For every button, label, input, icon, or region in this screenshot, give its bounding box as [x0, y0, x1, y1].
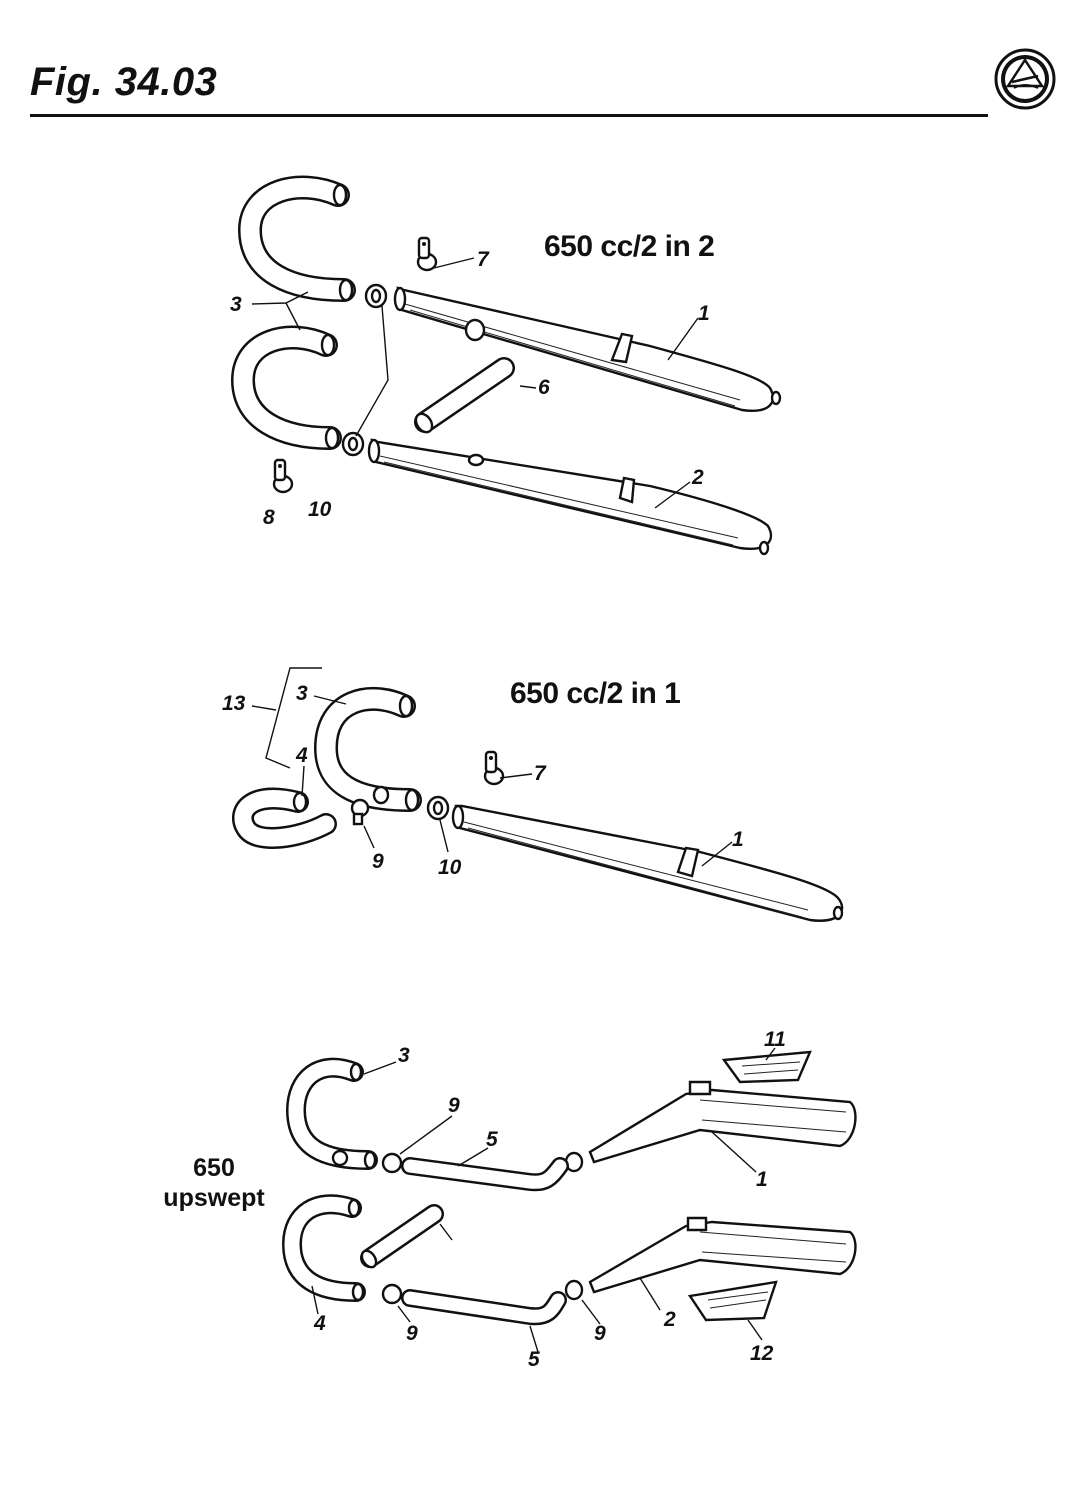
clamp-part-8 [272, 458, 294, 494]
callout-5-upswept-b: 5 [528, 1348, 540, 1371]
exhaust-header-pipe-part-3 [313, 687, 422, 812]
callout-2: 2 [691, 466, 704, 489]
silencer-part-1-2in1 [451, 804, 844, 922]
heat-shield-part-12 [687, 1280, 778, 1322]
section-title-2in1: 650 cc/2 in 1 [510, 677, 681, 710]
u-pipe-part-4 [232, 787, 337, 849]
callout-2-upswept: 2 [663, 1308, 676, 1331]
callout-3: 3 [230, 293, 242, 316]
callout-13: 13 [222, 692, 246, 715]
heat-shield-part-11 [721, 1050, 812, 1084]
callout-8: 8 [263, 506, 275, 529]
silencer-upper-part-1 [393, 286, 782, 412]
callout-9-upswept-b: 9 [406, 1322, 418, 1345]
upswept-bend-pipe-part-5-lower [401, 1289, 567, 1326]
figure-title: Fig. 34.03 [30, 60, 218, 104]
callout-12: 12 [750, 1342, 774, 1365]
upswept-balance-pipe [360, 1204, 444, 1269]
callout-7: 7 [477, 248, 490, 271]
callout-9: 9 [372, 850, 384, 873]
upswept-bend-pipe-part-5-upper [401, 1157, 569, 1192]
upswept-silencer-part-2 [588, 1216, 857, 1294]
silencer-lower-part-2 [367, 438, 773, 556]
callout-3-2in1: 3 [296, 682, 308, 705]
exhaust-header-pipe-lower [230, 325, 342, 450]
upswept-silencer-part-1 [588, 1080, 857, 1164]
clamp-part-7-2in1 [483, 750, 505, 786]
callout-11: 11 [764, 1028, 786, 1051]
exhaust-header-pipe-upper [237, 175, 356, 302]
brand-emblem-icon [994, 48, 1056, 110]
section-2in2-drawing: 3 7 1 6 2 8 10 [230, 175, 782, 556]
section-2in1-drawing: 13 3 4 7 1 9 10 [222, 667, 844, 922]
callout-7-2in1: 7 [534, 762, 547, 785]
callout-1: 1 [698, 302, 710, 325]
callout-5-upswept-a: 5 [486, 1128, 498, 1151]
upswept-header-pipe-part-4 [281, 1194, 366, 1302]
title-rule [30, 114, 988, 117]
upswept-title-line2: upswept [163, 1184, 265, 1212]
callout-10: 10 [308, 498, 332, 521]
sealing-ring-part-10-2in1 [426, 795, 450, 821]
callout-9-upswept-a: 9 [448, 1094, 460, 1117]
section-title-upswept: 650 upswept [150, 1153, 278, 1213]
callout-4: 4 [295, 744, 308, 767]
clamp-part-9 [350, 798, 370, 826]
callout-1-upswept: 1 [756, 1168, 768, 1191]
callout-9-upswept-c: 9 [594, 1322, 606, 1345]
upswept-header-pipe-part-3 [285, 1057, 378, 1170]
balance-pipe-part-6 [414, 357, 515, 434]
callout-4-upswept: 4 [313, 1312, 326, 1335]
section-title-2in2: 650 cc/2 in 2 [544, 230, 715, 263]
callout-10-2in1: 10 [438, 856, 462, 879]
sealing-ring-part-10 [341, 283, 388, 457]
upswept-title-line1: 650 [193, 1154, 235, 1182]
callout-3-upswept: 3 [398, 1044, 410, 1067]
clamp-part-7 [416, 236, 438, 272]
callout-6: 6 [538, 376, 550, 399]
upswept-clamps-part-9 [381, 1151, 584, 1305]
callout-1-2in1: 1 [732, 828, 744, 851]
section-upswept-drawing: 3 9 5 11 1 2 12 4 9 5 9 [281, 1028, 857, 1371]
